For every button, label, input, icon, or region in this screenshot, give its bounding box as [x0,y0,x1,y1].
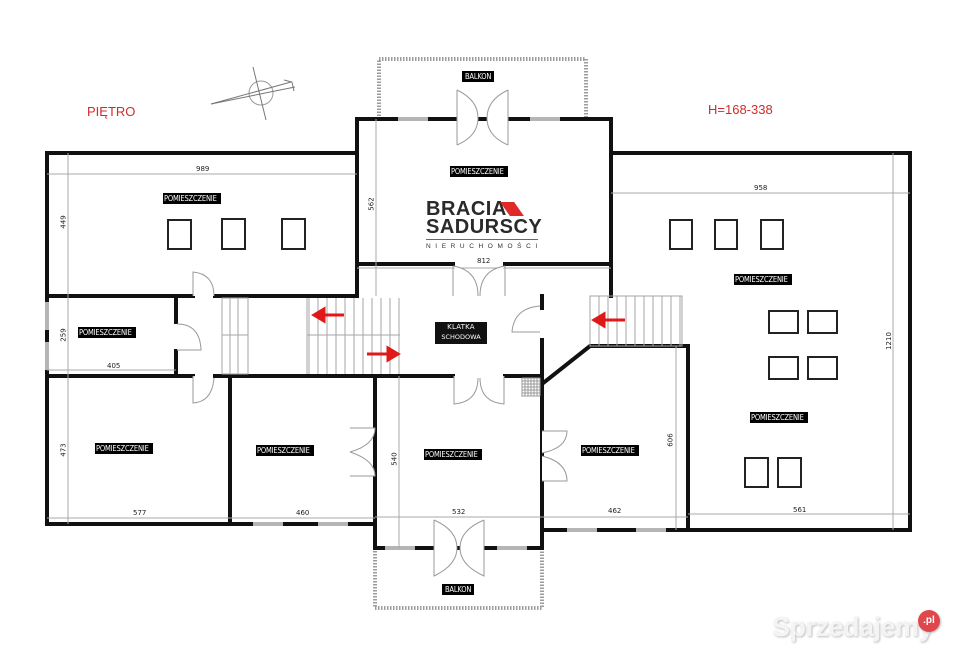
balcony-bottom-railing [373,548,544,610]
dim-top-center-width: 812 [477,257,491,265]
dim-top-left-width: 989 [196,165,210,173]
height-label: H=168-338 [708,102,773,117]
logo-rule [426,239,538,240]
room-label-right-upper: POMIESZCZENIE [734,274,792,285]
room-label-top-left: POMIESZCZENIE [163,193,221,204]
stairwell-label-line2: SCHODOWA [441,333,481,341]
windows [45,117,666,550]
dim-bottom-left-width: 577 [133,509,147,517]
room-label-top-center: POMIESZCZENIE [450,166,508,177]
dim-right-height: 1210 [884,332,893,350]
logo-line-1: BRACIA [426,199,542,219]
floor-label: PIĘTRO [87,104,136,119]
stairs-left [221,297,400,375]
company-logo: BRACIA SADURSCY NIERUCHOMOŚCI [426,199,543,250]
dim-bottom-second-width: 460 [296,509,310,517]
sprzedajemy-watermark: Sprzedajemy [772,612,934,642]
balcony-top-railing [377,57,588,119]
stairwell-label-line1: KLATKA [447,323,475,331]
stair-direction-arrows [311,306,625,363]
balcony-bottom-label: BALKON [442,584,475,595]
room-label-bottom-left: POMIESZCZENIE [95,443,153,454]
dim-small-left-height: 259 [59,328,68,342]
sprzedajemy-badge: .pl [918,610,940,632]
logo-tagline: NIERUCHOMOŚCI [426,243,542,250]
dim-top-center-height: 562 [367,197,376,211]
dim-small-left-width: 405 [107,362,121,370]
dim-bottom-left-height: 473 [59,443,68,457]
room-label-small-left: POMIESZCZENIE [78,327,136,338]
dim-right-upper-width: 958 [754,184,768,192]
room-label-bottom-second: POMIESZCZENIE [256,445,314,456]
chimney-hatch [521,377,541,397]
dim-bottom-right-width: 462 [608,507,622,515]
balcony-top-label: BALKON [462,71,495,82]
room-label-bottom-right: POMIESZCZENIE [581,445,639,456]
dim-bottom-center-width: 532 [452,508,466,516]
dimension-lines [47,119,910,548]
logo-line-2: SADURSCY [426,216,543,238]
doors [176,89,568,577]
stairwell-label: KLATKA SCHODOWA [435,322,487,344]
dim-top-left-height: 449 [59,215,68,229]
stairs-right [589,295,683,347]
skylights [167,218,838,488]
dim-right-lower-width: 561 [793,506,807,514]
dim-bottom-center-height: 540 [390,452,399,466]
room-label-bottom-center: POMIESZCZENIE [424,449,482,460]
compass-icon [210,66,296,121]
room-label-right-lower: POMIESZCZENIE [750,412,808,423]
dim-bottom-right-height: 606 [666,433,675,447]
